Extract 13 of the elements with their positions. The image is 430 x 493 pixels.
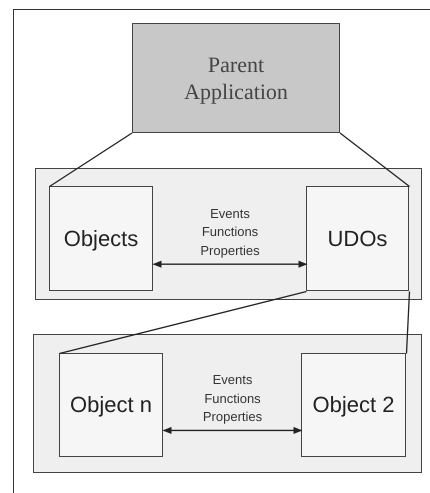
object-box: Object n — [59, 353, 163, 457]
object-box: UDOs — [306, 186, 409, 291]
application-box: Parent Application — [132, 23, 340, 133]
object-box: Objects — [49, 186, 153, 291]
double-arrow — [162, 426, 302, 434]
group-panel — [33, 334, 422, 473]
group-panel — [35, 168, 422, 300]
double-arrow — [152, 260, 308, 268]
connector-line — [340, 132, 410, 188]
connector-line — [406, 291, 410, 354]
object-box: Object 2 — [301, 353, 406, 457]
connector-line — [59, 290, 307, 354]
connector-line — [49, 132, 132, 188]
